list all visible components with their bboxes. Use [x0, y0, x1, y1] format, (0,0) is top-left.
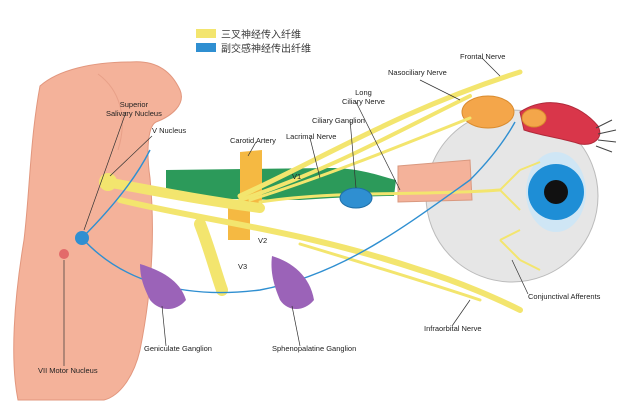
legend-item-trigeminal: 三叉神经传入纤维	[196, 27, 311, 41]
legend: 三叉神经传入纤维 副交感神经传出纤维	[196, 27, 311, 55]
frontal-nerve	[237, 69, 523, 199]
label-superior-salivary-nucleus: Superior Salivary Nucleus	[106, 100, 162, 118]
label-ciliary-ganglion: Ciliary Ganglion	[312, 116, 365, 125]
leader-lacrimal	[309, 137, 321, 179]
afferent-branch-1	[499, 161, 541, 211]
label-lacrimal-nerve: Lacrimal Nerve	[286, 132, 337, 141]
parasympathetic-route-lacrimal	[81, 149, 151, 239]
leader-geniculate	[161, 305, 167, 347]
label-infraorbital-nerve: Infraorbital Nerve	[424, 324, 482, 333]
leader-infraorbital	[451, 299, 471, 327]
leader-nasociliary	[419, 79, 461, 101]
legend-item-parasympathetic: 副交感神经传出纤维	[196, 41, 311, 55]
nasociliary-nerve	[238, 94, 472, 202]
trigeminal-root	[101, 177, 265, 213]
v2-nerve	[117, 197, 523, 313]
leader-superior-salivary	[83, 111, 127, 231]
leader-ciliary-ganglion	[349, 119, 357, 189]
label-frontal-nerve: Frontal Nerve	[460, 52, 506, 61]
leader-long-ciliary	[355, 101, 401, 191]
legend-swatch-parasympathetic	[196, 43, 216, 52]
label-v2: V2	[258, 236, 268, 245]
legend-label-trigeminal: 三叉神经传入纤维	[221, 30, 301, 41]
lacrimal-gland	[461, 95, 515, 129]
label-vii-motor-nucleus: VII Motor Nucleus	[38, 366, 98, 375]
legend-label-parasympathetic: 副交感神经传出纤维	[221, 44, 311, 55]
ciliary-ganglion	[339, 187, 373, 209]
leader-v-nucleus	[109, 135, 153, 177]
label-v1: V1	[292, 172, 302, 181]
conjunctival-afferents	[499, 161, 541, 271]
geniculate-ganglion-shape	[140, 264, 186, 309]
optic-nerve	[397, 159, 473, 203]
leader-conjunctival	[511, 259, 529, 295]
label-v3: V3	[238, 262, 248, 271]
eyelashes	[595, 119, 617, 153]
label-v-nucleus: V Nucleus	[152, 126, 187, 135]
sphenopalatine-ganglion-shape	[271, 256, 314, 309]
trigeminal-nerve	[101, 69, 523, 313]
label-nasociliary-nerve: Nasociliary Nerve	[388, 68, 447, 77]
leader-frontal	[481, 57, 501, 77]
leader-lines	[63, 57, 529, 366]
label-long-ciliary-nerve: Long Ciliary Nerve	[342, 88, 385, 106]
brainstem	[13, 61, 182, 401]
afferent-branch-2	[499, 229, 541, 271]
legend-swatch-trigeminal	[196, 29, 216, 38]
infraorbital-nerve	[298, 242, 482, 302]
label-conjunctival-afferents: Conjunctival Afferents	[528, 292, 601, 301]
v3-nerve	[194, 218, 228, 296]
leader-carotid	[247, 141, 257, 157]
lacrimal-nerve	[248, 116, 472, 202]
brainstem-fold	[97, 73, 123, 151]
label-sphenopalatine-ganglion: Sphenopalatine Ganglion	[272, 344, 357, 353]
label-carotid-artery: Carotid Artery	[230, 136, 276, 145]
v-nucleus-dot	[99, 173, 117, 191]
label-geniculate-ganglion: Geniculate Ganglion	[144, 344, 212, 353]
pupil	[544, 180, 568, 204]
leader-sphenopalatine	[291, 305, 301, 347]
lacrimal-gland-lobe	[521, 108, 547, 128]
superior-salivary-nucleus-dot	[75, 231, 89, 245]
vii-motor-nucleus-dot	[59, 249, 69, 259]
long-ciliary-nerve	[258, 188, 502, 204]
